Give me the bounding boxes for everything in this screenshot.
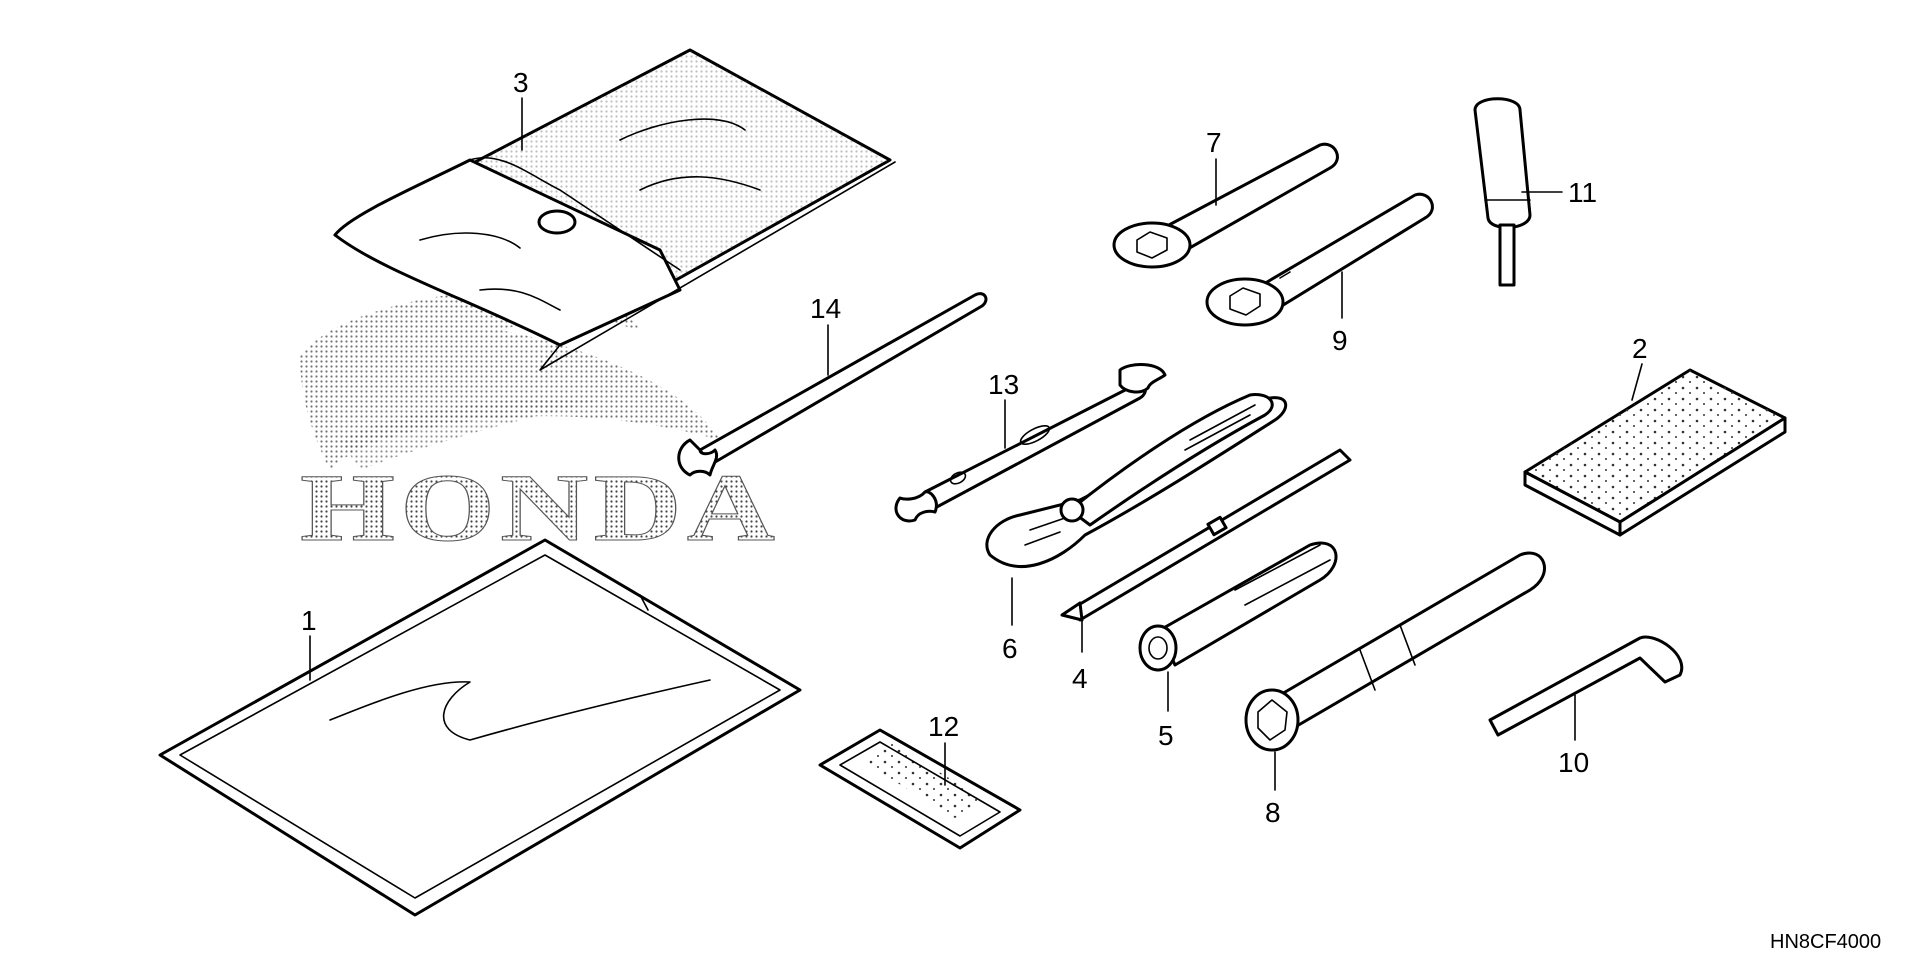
callout-10: 10 [1558, 747, 1589, 778]
callout-13: 13 [988, 369, 1019, 400]
part-6-pliers[interactable] [985, 393, 1288, 568]
part-1-manual-bag[interactable] [158, 538, 802, 917]
callout-3: 3 [513, 67, 529, 98]
callout-7: 7 [1206, 127, 1222, 158]
part-4-screwdriver[interactable] [1060, 448, 1352, 622]
part-2-pad[interactable] [1523, 368, 1787, 537]
part-9-ring-wrench[interactable] [1205, 192, 1434, 327]
callout-5: 5 [1158, 720, 1174, 751]
callout-2: 2 [1632, 333, 1648, 364]
callout-14: 14 [810, 293, 841, 324]
part-10-hex-key[interactable] [1488, 635, 1684, 737]
callout-12: 12 [928, 711, 959, 742]
part-12-strap[interactable] [818, 728, 1022, 850]
part-7-ring-wrench[interactable] [1112, 142, 1339, 269]
callout-11: 11 [1568, 177, 1597, 208]
leader-lines [309, 97, 1643, 791]
callout-labels: 1 2 3 4 5 6 7 8 9 10 11 12 13 14 [301, 67, 1648, 828]
callout-8: 8 [1265, 797, 1281, 828]
callout-4: 4 [1072, 663, 1088, 694]
diagram-code: HN8CF4000 [1770, 931, 1881, 953]
callout-9: 9 [1332, 325, 1348, 356]
part-8-plug-wrench[interactable] [1244, 551, 1546, 752]
part-11-handle[interactable] [1473, 97, 1532, 287]
part-14-wrench[interactable] [677, 292, 988, 477]
part-5-socket[interactable] [1138, 541, 1338, 672]
callout-6: 6 [1002, 633, 1018, 664]
callout-1: 1 [301, 605, 317, 636]
part-3-tool-bag[interactable] [333, 48, 896, 371]
part-13-wrench[interactable] [894, 363, 1167, 523]
